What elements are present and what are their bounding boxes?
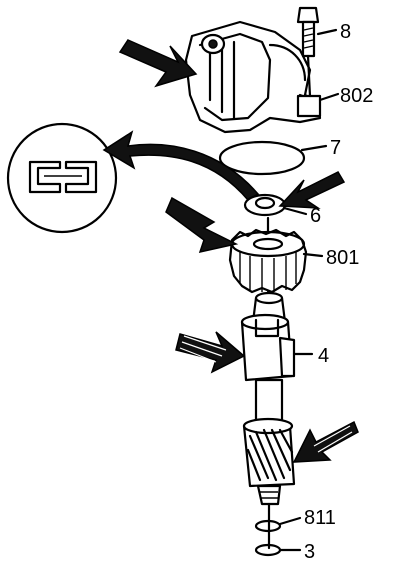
callout-802: 802 — [340, 85, 373, 107]
arrow-helical — [292, 420, 359, 463]
arrow-seal — [278, 171, 346, 209]
helical-gear — [242, 417, 296, 488]
shaft-lower — [256, 484, 282, 550]
callout-6: 6 — [310, 205, 321, 227]
callout-8: 8 — [340, 21, 351, 43]
callout-801: 801 — [326, 247, 359, 269]
housing-cover — [184, 20, 322, 134]
bolt-8 — [296, 6, 320, 98]
callout-3: 3 — [304, 541, 315, 563]
arrow-to-inset — [102, 130, 260, 201]
leader-801 — [302, 252, 324, 258]
leader-802 — [318, 92, 340, 102]
leader-6 — [282, 206, 308, 216]
leader-811 — [278, 516, 302, 526]
arrow-sleeve — [175, 331, 246, 374]
callout-7: 7 — [330, 137, 341, 159]
callout-4: 4 — [318, 345, 329, 367]
o-ring-7 — [218, 140, 306, 176]
leader-7 — [300, 144, 328, 152]
arrow-gear — [165, 196, 239, 254]
sleeve-4 — [240, 313, 296, 382]
washer-811 — [254, 519, 282, 533]
arrow-housing — [118, 39, 198, 88]
seal-6 — [243, 193, 287, 217]
seal-inset — [6, 122, 118, 234]
callout-811: 811 — [304, 507, 336, 529]
leader-8 — [316, 28, 338, 36]
gear-801 — [228, 228, 308, 294]
